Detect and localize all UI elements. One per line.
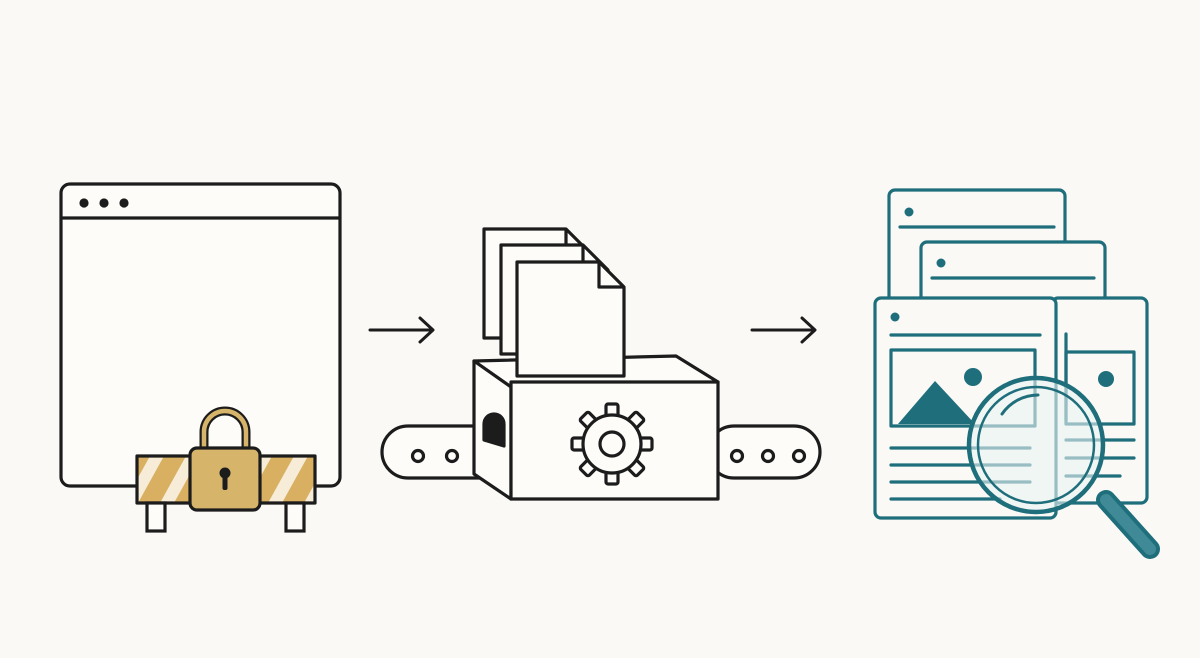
step-processing bbox=[380, 227, 822, 501]
step-inspected-pages bbox=[873, 188, 1160, 559]
gear-icon bbox=[570, 402, 654, 486]
magnifying-glass-icon bbox=[966, 375, 1160, 559]
arrow-right-icon bbox=[368, 316, 435, 344]
padlock-icon bbox=[188, 406, 262, 512]
documents-icon bbox=[482, 227, 626, 378]
step-blocked-website bbox=[59, 182, 342, 533]
arrow-right-icon bbox=[750, 316, 817, 344]
browser-window-icon bbox=[59, 182, 342, 488]
